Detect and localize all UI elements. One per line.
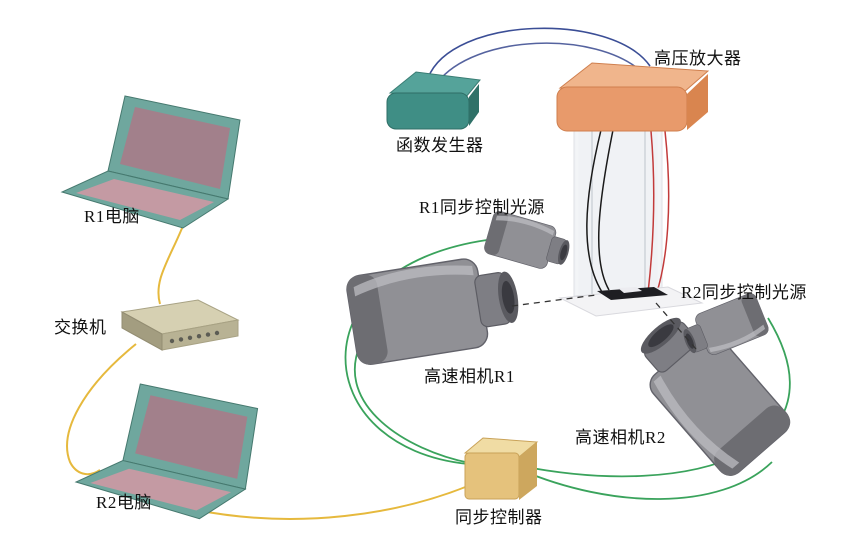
label-function-generator: 函数发生器 (396, 136, 484, 155)
label-r2-light-source: R2同步控制光源 (681, 283, 807, 302)
function-generator-box (386, 71, 481, 130)
wire-blue-funcgen-to-amplifier-1 (427, 27, 651, 79)
network-switch-box (120, 299, 240, 351)
specimen-glass-cell (573, 119, 663, 297)
label-camera-r1: 高速相机R1 (424, 367, 515, 386)
sightline-camera-r1 (511, 294, 597, 307)
label-r1-computer: R1电脑 (84, 207, 140, 226)
label-sync-controller: 同步控制器 (455, 508, 543, 527)
wire-green-controller-to-camera-r1 (353, 344, 471, 464)
wire-red-amplifier-to-specimen-2 (655, 130, 670, 296)
wire-yellow-r2pc-to-controller (195, 485, 469, 520)
sightlines (511, 294, 697, 350)
wire-black-amplifier-to-specimen-1 (586, 129, 603, 293)
label-r1-light-source: R1同步控制光源 (419, 198, 545, 217)
label-r2-computer: R2电脑 (96, 493, 152, 512)
sync-controller-box (463, 437, 539, 500)
wire-black-amplifier-to-specimen-2 (598, 129, 614, 291)
wire-yellow-switch-to-r2pc (66, 343, 137, 476)
hv-amplifier-box (556, 62, 710, 132)
wire-green-controller-to-camera-r2 (520, 461, 773, 500)
wire-green-controller-to-r1-light (344, 239, 488, 465)
r1-light-source-body (482, 209, 575, 276)
wire-red-amplifier-to-specimen-1 (647, 130, 655, 294)
specimen-platform (558, 286, 704, 317)
wire-blue-funcgen-to-amplifier-2 (436, 42, 643, 84)
label-hv-amplifier: 高压放大器 (654, 49, 742, 68)
label-camera-r2: 高速相机R2 (575, 428, 666, 447)
label-network-switch: 交换机 (54, 318, 107, 337)
specimen-strip (597, 287, 668, 300)
camera-r1-body (344, 250, 526, 367)
